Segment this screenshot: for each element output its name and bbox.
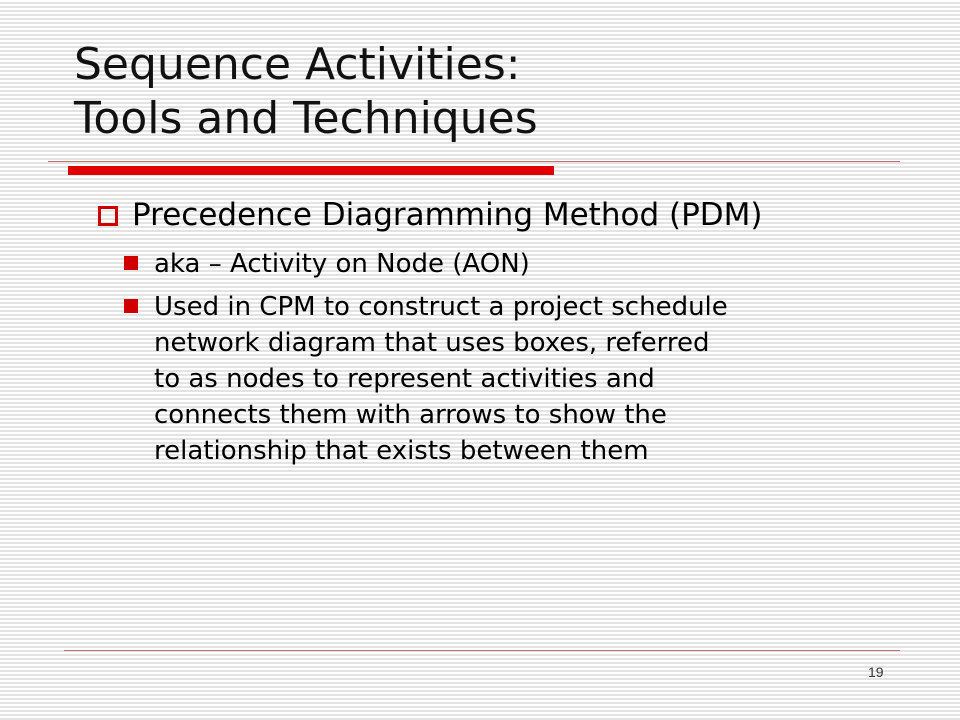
filled-square-bullet-icon [124, 256, 138, 270]
sub-bullet-cpm-line-4: connects them with arrows to show the [154, 400, 667, 430]
bullet-pdm: Precedence Diagramming Method (PDM) [96, 194, 936, 236]
sub-bullet-cpm-line-3: to as nodes to represent activities and [154, 364, 655, 394]
page-number: 19 [868, 664, 884, 680]
title-line-1: Sequence Activities: [74, 39, 521, 90]
title-accent-bar [68, 166, 554, 175]
sub-bullet-aon-line-1: aka – Activity on Node (AON) [154, 249, 530, 279]
filled-square-bullet-icon [124, 299, 138, 313]
title-divider [48, 161, 900, 162]
sub-bullet-cpm-line-2: network diagram that uses boxes, referre… [154, 328, 710, 358]
sub-bullet-list: aka – Activity on Node (AON) Used in CPM… [96, 246, 936, 469]
sub-bullet-aon: aka – Activity on Node (AON) [124, 246, 936, 282]
sub-bullet-cpm: Used in CPM to construct a project sched… [124, 289, 936, 469]
bullet-pdm-text: Precedence Diagramming Method (PDM) [132, 197, 763, 233]
hollow-square-bullet-icon [98, 206, 118, 226]
footer-divider [64, 650, 900, 651]
title-line-2: Tools and Techniques [74, 93, 538, 144]
slide-body: Precedence Diagramming Method (PDM) aka … [96, 194, 936, 476]
slide-title: Sequence Activities: Tools and Technique… [74, 38, 538, 146]
sub-bullet-cpm-line-1: Used in CPM to construct a project sched… [154, 292, 728, 322]
sub-bullet-cpm-line-5: relationship that exists between them [154, 436, 649, 466]
